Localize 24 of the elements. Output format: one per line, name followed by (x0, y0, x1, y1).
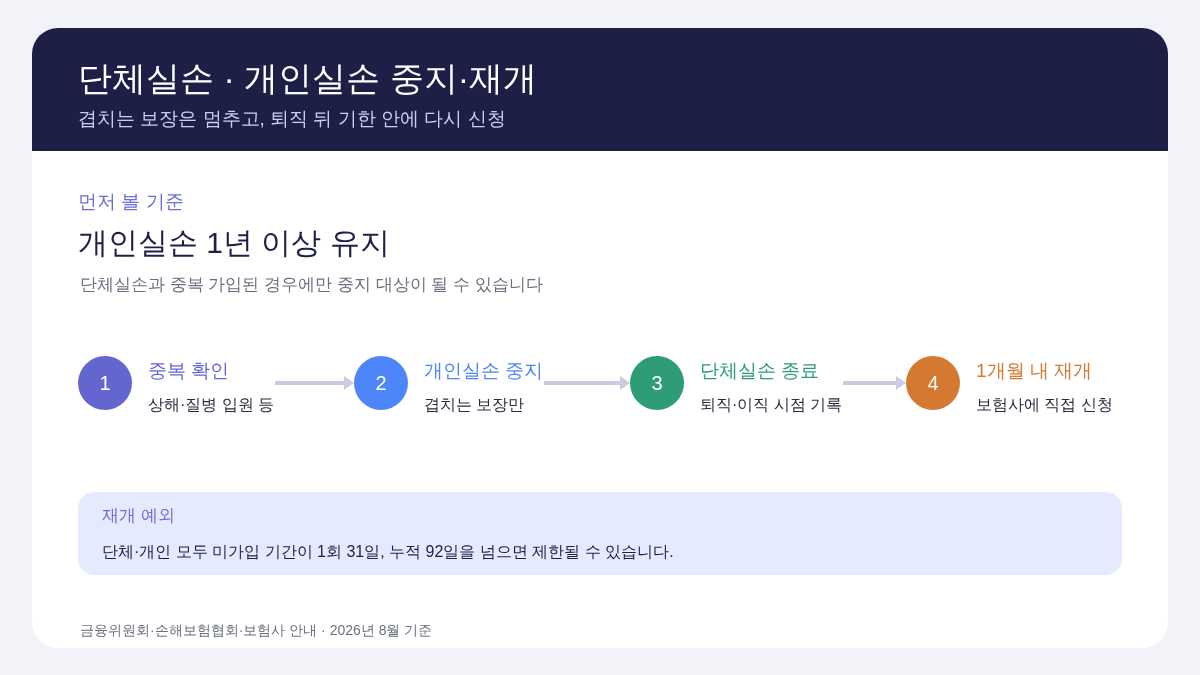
note-text: 단체·개인 모두 미가입 기간이 1회 31일, 누적 92일을 넘으면 제한될 수 있습니다. (102, 542, 674, 562)
note-panel (78, 492, 1122, 575)
criterion-note: 단체실손과 중복 가입된 경우에만 중지 대상이 될 수 있습니다 (80, 274, 543, 296)
title: 단체실손 · 개인실손 중지·재개 (78, 58, 537, 98)
step-description: 겹치는 보장만 (424, 395, 525, 415)
arrow (843, 376, 906, 390)
step-title: 1개월 내 재개 (976, 359, 1093, 383)
note-heading: 재개 예외 (102, 505, 175, 527)
step-number: 1 (78, 356, 132, 410)
section-label: 먼저 볼 기준 (78, 190, 184, 214)
step-number: 4 (906, 356, 960, 410)
step-number: 2 (354, 356, 408, 410)
criterion-heading: 개인실손 1년 이상 유지 (78, 225, 390, 261)
step-description: 퇴직·이직 시점 기록 (700, 395, 843, 415)
step-number: 3 (630, 356, 684, 410)
step-title: 단체실손 종료 (700, 359, 820, 383)
subtitle: 겹치는 보장은 멈추고, 퇴직 뒤 기한 안에 다시 신청 (78, 107, 506, 131)
step-description: 상해·질병 입원 등 (148, 395, 275, 415)
arrow (544, 376, 630, 390)
source-note: 금융위원회·손해보험협회·보험사 안내 · 2026년 8월 기준 (80, 621, 433, 639)
step-description: 보험사에 직접 신청 (976, 395, 1113, 415)
step-title: 개인실손 중지 (424, 359, 544, 383)
arrow (275, 376, 354, 390)
step-title: 중복 확인 (148, 359, 230, 383)
